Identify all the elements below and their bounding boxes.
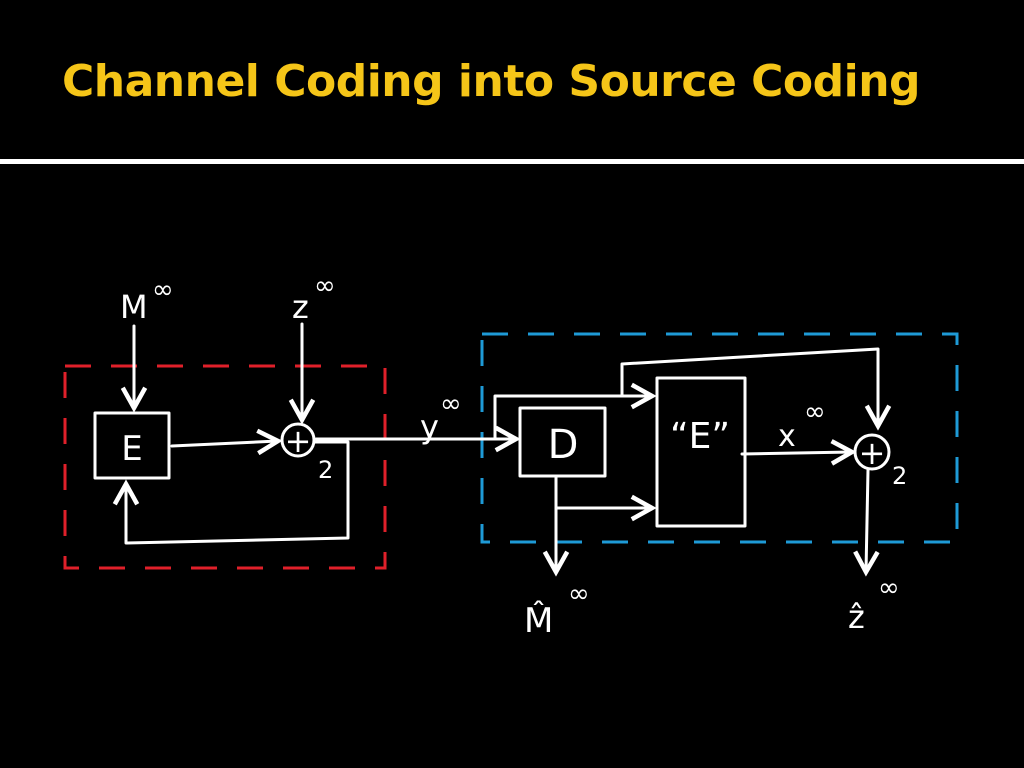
y-branch-to-reencoder (493, 396, 652, 441)
right-adder (853, 433, 891, 471)
decoder-label: D (548, 422, 579, 468)
message-output-label: M̂ (524, 600, 553, 641)
message-input-sup: ∞ (152, 275, 174, 305)
title-divider (0, 159, 1024, 164)
encoder-region-red (63, 364, 387, 570)
source-code-label: x (778, 419, 796, 454)
y-bypass-to-adder (620, 347, 878, 426)
channel-output-label: y (420, 408, 439, 446)
reencoder-label: “E” (670, 416, 730, 457)
decoder-block (518, 406, 607, 478)
reencoder-block (655, 376, 747, 528)
noise-input-label: z (292, 288, 309, 326)
reencoder-to-adder-arrow (740, 452, 852, 454)
encoder-block (93, 411, 171, 480)
slide-title: Channel Coding into Source Coding (62, 56, 921, 107)
message-input-label: M (120, 288, 148, 326)
right-adder-symbol: + (859, 434, 886, 472)
noise-output-sup: ∞ (878, 573, 900, 603)
source-code-sup: ∞ (804, 397, 826, 427)
noise-output-label: ẑ (848, 598, 865, 636)
encoder-to-adder-arrow (170, 441, 278, 446)
right-adder-subscript: 2 (892, 462, 907, 490)
left-adder-symbol: + (285, 422, 312, 460)
message-output-sup: ∞ (568, 579, 590, 609)
noise-input-sup: ∞ (314, 271, 336, 301)
channel-output-sup: ∞ (440, 389, 462, 419)
left-adder-subscript: 2 (318, 456, 333, 484)
encoder-label: E (121, 429, 142, 469)
noise-output-arrow (866, 468, 868, 572)
feedback-loop (126, 440, 350, 545)
